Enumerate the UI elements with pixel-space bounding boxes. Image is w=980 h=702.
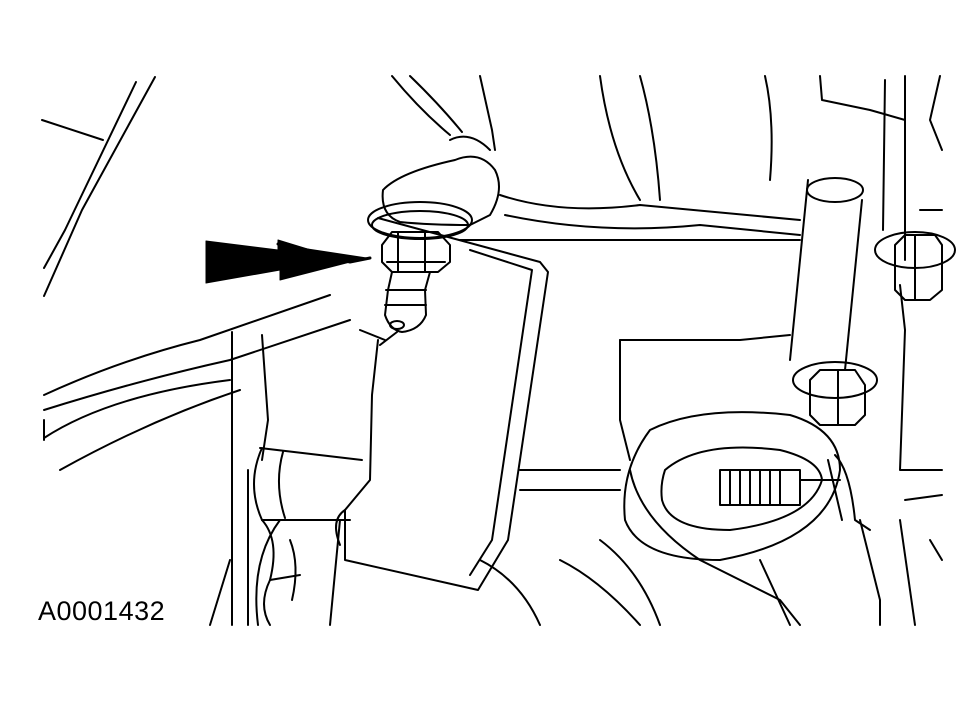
mounting-bracket: [335, 217, 549, 591]
figure-id-label: A0001432: [38, 596, 166, 626]
oxygen-sensor: [379, 231, 451, 346]
left-clamp: [261, 519, 301, 626]
lower-right-bolt: [792, 361, 878, 426]
double-arrow-icon: [205, 239, 372, 284]
background-structure: [41, 75, 943, 626]
left-tube: [253, 447, 363, 521]
upper-right-bolt: [874, 231, 956, 301]
sensor-boot: [367, 135, 500, 240]
wire-loop-clamp: [623, 411, 871, 561]
